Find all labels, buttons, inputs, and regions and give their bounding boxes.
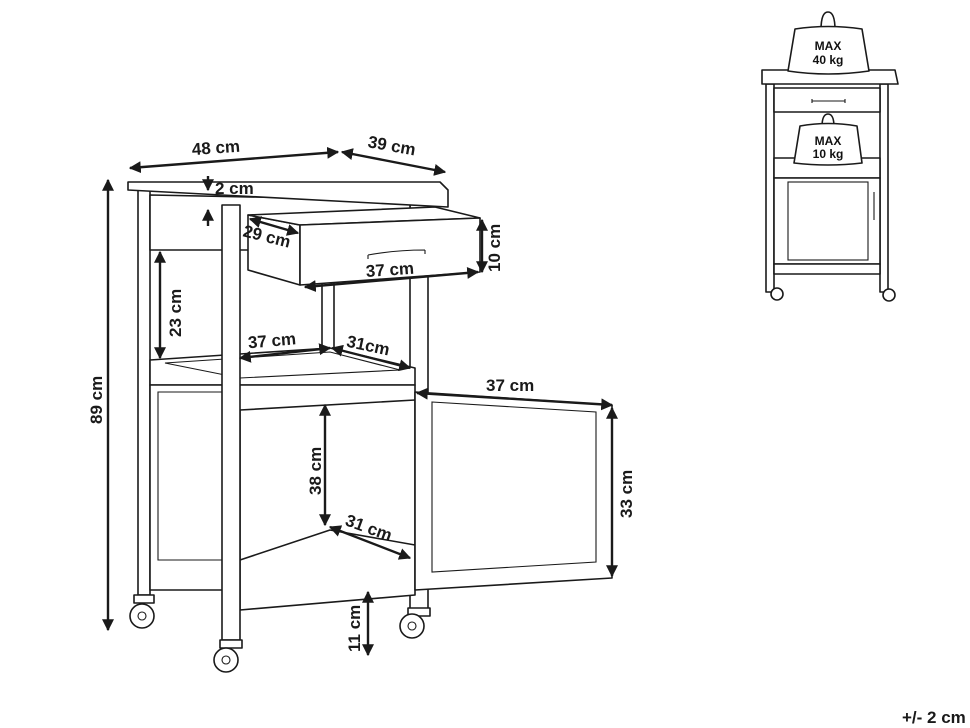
back-left-leg [137,189,151,596]
label-top-width: 48 cm [191,137,240,159]
dimension-arrows [102,146,618,657]
open-door [414,391,613,591]
caster-wheels [129,594,431,673]
label-door-height: 33 cm [617,470,636,518]
label-drawer-width: 37 cm [365,259,414,281]
max-value-shelf: 10 kg [813,147,844,161]
max-value-top: 40 kg [813,53,844,67]
label-total-height: 89 cm [87,376,106,424]
label-door-width: 37 cm [486,376,534,395]
label-cabinet-height: 38 cm [306,447,325,495]
label-top-thickness: 2 cm [215,179,254,198]
small-drawer-handle [811,99,846,103]
max-label-shelf: MAX [815,134,842,148]
label-drawer-to-shelf: 23 cm [166,289,185,337]
main-cart-drawing [127,181,613,673]
max-label-top: MAX [815,39,842,53]
label-drawer-height: 10 cm [485,224,504,272]
label-ground-clearance: 11 cm [345,605,364,652]
label-shelf-width: 37 cm [247,329,297,352]
tolerance-note: +/- 2 cm [902,708,966,727]
weight-40kg-icon: MAX 40 kg [787,11,870,75]
load-capacity-cart: MAX 40 kg MAX 10 kg [761,11,899,302]
label-top-depth: 39 cm [366,132,417,159]
front-left-leg [221,204,241,641]
weight-10kg-icon: MAX 10 kg [793,113,863,166]
drawer-handle [367,249,426,259]
